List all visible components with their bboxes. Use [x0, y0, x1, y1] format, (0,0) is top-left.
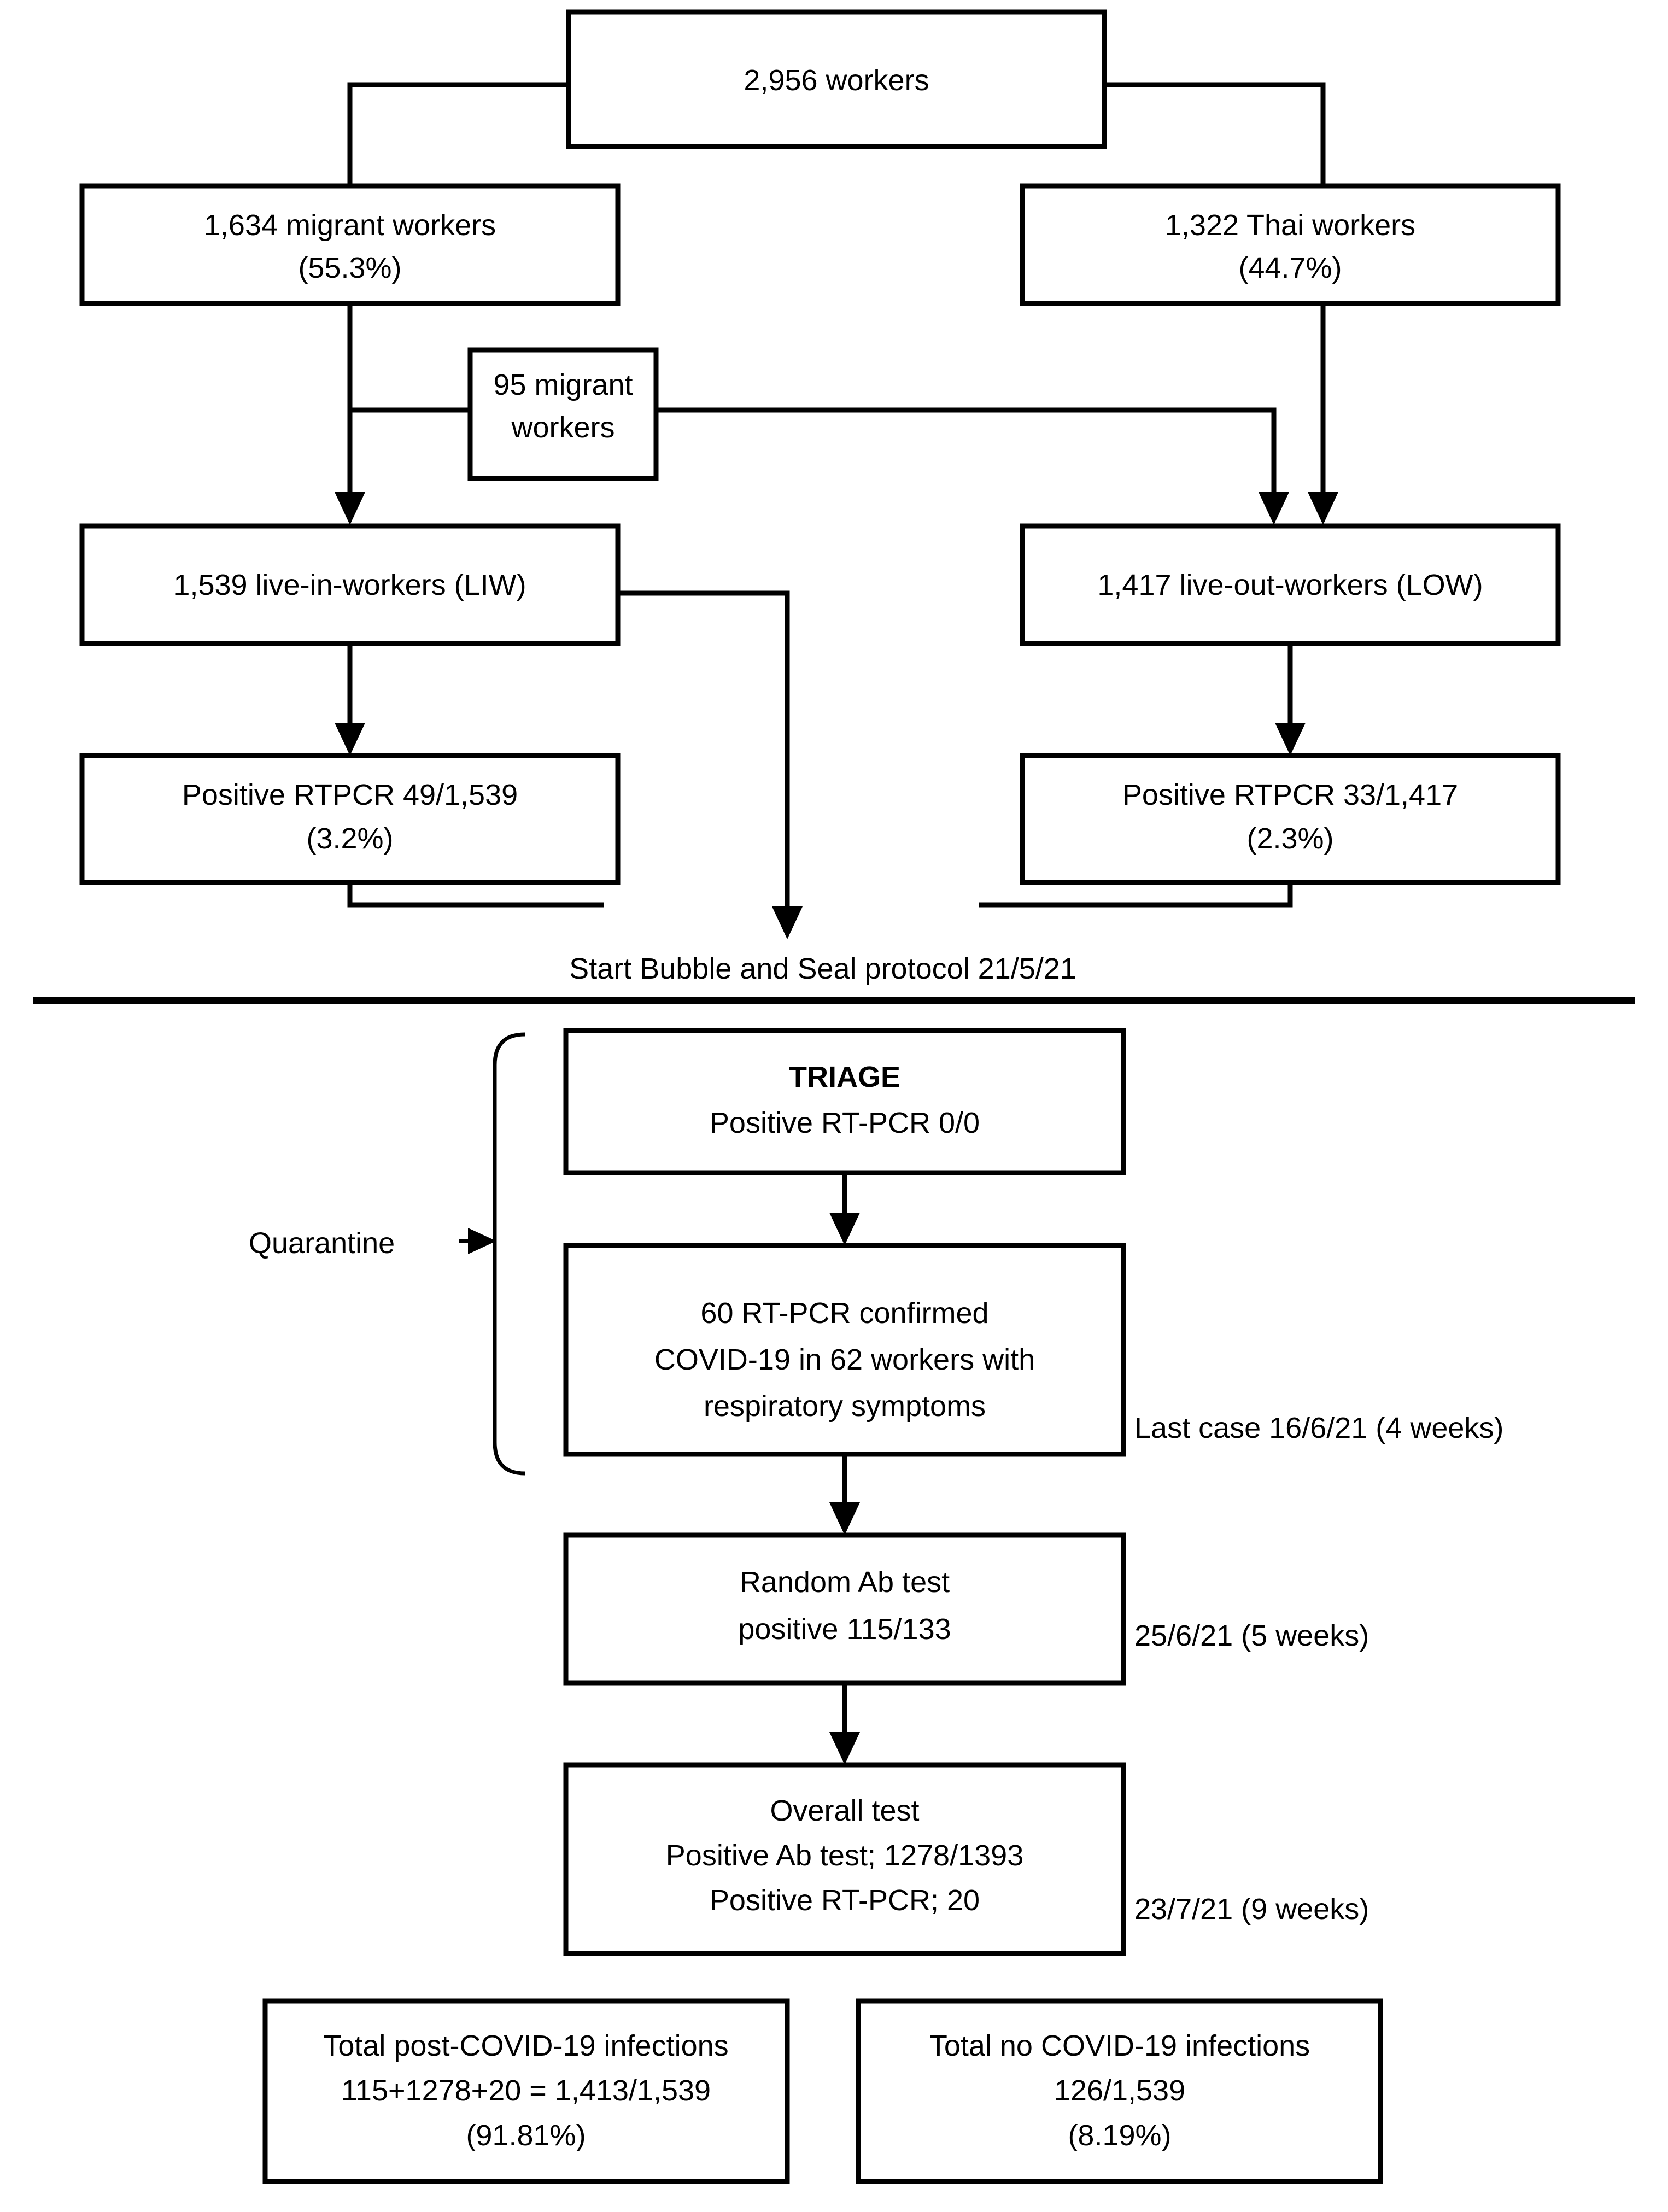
arrowhead-triage-to-confirmed [829, 1213, 860, 1245]
label-bubble-and-seal: Start Bubble and Seal protocol 21/5/21 [569, 952, 1076, 985]
node-thai-workers-line2: (44.7%) [1238, 251, 1342, 284]
edge-positive-low-stub [979, 882, 1293, 908]
edge-total-to-migrant [347, 82, 569, 186]
node-confirmed-cases-line3: respiratory symptoms [704, 1390, 986, 1423]
edge-total-to-thai [1104, 82, 1326, 186]
node-live-in-workers-line1: 1,539 live-in-workers (LIW) [173, 569, 526, 601]
node-random-ab-test-line2: positive 115/133 [738, 1613, 951, 1646]
arrowhead-migrant-to-liw [335, 492, 365, 525]
node-live-out-workers-line1: 1,417 live-out-workers (LOW) [1097, 569, 1483, 601]
node-overall-test-line2: Positive Ab test; 1278/1393 [666, 1839, 1023, 1872]
label-week5: 25/6/21 (5 weeks) [1134, 1619, 1369, 1652]
arrowhead-95box-to-low [1259, 492, 1289, 525]
arrowhead-liw-to-positive [335, 723, 365, 756]
node-total-workers [566, 9, 1107, 149]
node-positive-liw [79, 753, 621, 885]
quarantine-bracket [493, 1032, 525, 1476]
node-triage [563, 1028, 1126, 1175]
quarantine-bracket-arrow [468, 1228, 496, 1254]
label-quarantine: Quarantine [249, 1227, 395, 1260]
node-thai-workers [1020, 183, 1561, 306]
node-random-ab-test-line1: Random Ab test [740, 1566, 950, 1599]
node-overall-test [563, 1762, 1126, 1956]
node-total-no-covid-line3: (8.19%) [1068, 2119, 1171, 2152]
arrowhead-thai-to-low [1308, 492, 1338, 525]
label-last-case: Last case 16/6/21 (4 weeks) [1134, 1412, 1503, 1444]
node-total-no-covid [856, 1998, 1383, 2184]
node-total-no-covid-line2: 126/1,539 [1054, 2074, 1185, 2107]
node-total-workers-line1: 2,956 workers [744, 64, 929, 97]
edge-positive-liw-stub [347, 882, 604, 908]
node-triage-title: TRIAGE [789, 1061, 900, 1093]
arrowhead-random-to-overall [829, 1732, 860, 1765]
edge-liw-to-bubble-seal [618, 590, 790, 918]
node-confirmed-cases-line1: 60 RT-PCR confirmed [700, 1297, 988, 1330]
node-random-ab-test [563, 1532, 1126, 1686]
node-transferred-migrants [467, 347, 659, 481]
node-positive-low [1020, 753, 1561, 885]
node-overall-test-line3: Positive RT-PCR; 20 [710, 1884, 980, 1917]
node-thai-workers-line1: 1,322 Thai workers [1165, 209, 1415, 242]
node-overall-test-line1: Overall test [770, 1794, 919, 1827]
label-week9: 23/7/21 (9 weeks) [1134, 1893, 1369, 1926]
node-positive-low-line1: Positive RTPCR 33/1,417 [1122, 779, 1458, 811]
node-live-in-workers [79, 523, 621, 646]
node-transferred-migrants-line2: workers [511, 411, 614, 444]
node-positive-low-line2: (2.3%) [1246, 822, 1333, 855]
node-migrant-workers-line2: (55.3%) [298, 251, 401, 284]
arrowhead-bubble-seal [772, 906, 803, 939]
node-total-post-covid-line2: 115+1278+20 = 1,413/1,539 [341, 2074, 711, 2107]
node-transferred-migrants-line1: 95 migrant [493, 368, 633, 401]
arrowhead-confirmed-to-random [829, 1502, 860, 1535]
node-positive-liw-line2: (3.2%) [306, 822, 393, 855]
node-migrant-workers [79, 183, 621, 306]
node-total-post-covid [262, 1998, 790, 2184]
node-total-post-covid-line3: (91.81%) [466, 2119, 586, 2152]
node-total-post-covid-line1: Total post-COVID-19 infections [323, 2029, 728, 2062]
arrowhead-low-to-positive [1275, 723, 1306, 756]
node-total-no-covid-line1: Total no COVID-19 infections [929, 2029, 1310, 2062]
edge-95box-to-low [656, 407, 1277, 506]
node-migrant-workers-line1: 1,634 migrant workers [204, 209, 496, 242]
node-confirmed-cases-line2: COVID-19 in 62 workers with [654, 1343, 1035, 1376]
node-positive-liw-line1: Positive RTPCR 49/1,539 [182, 779, 518, 811]
node-confirmed-cases [563, 1243, 1126, 1457]
node-triage-line2: Positive RT-PCR 0/0 [710, 1107, 980, 1139]
